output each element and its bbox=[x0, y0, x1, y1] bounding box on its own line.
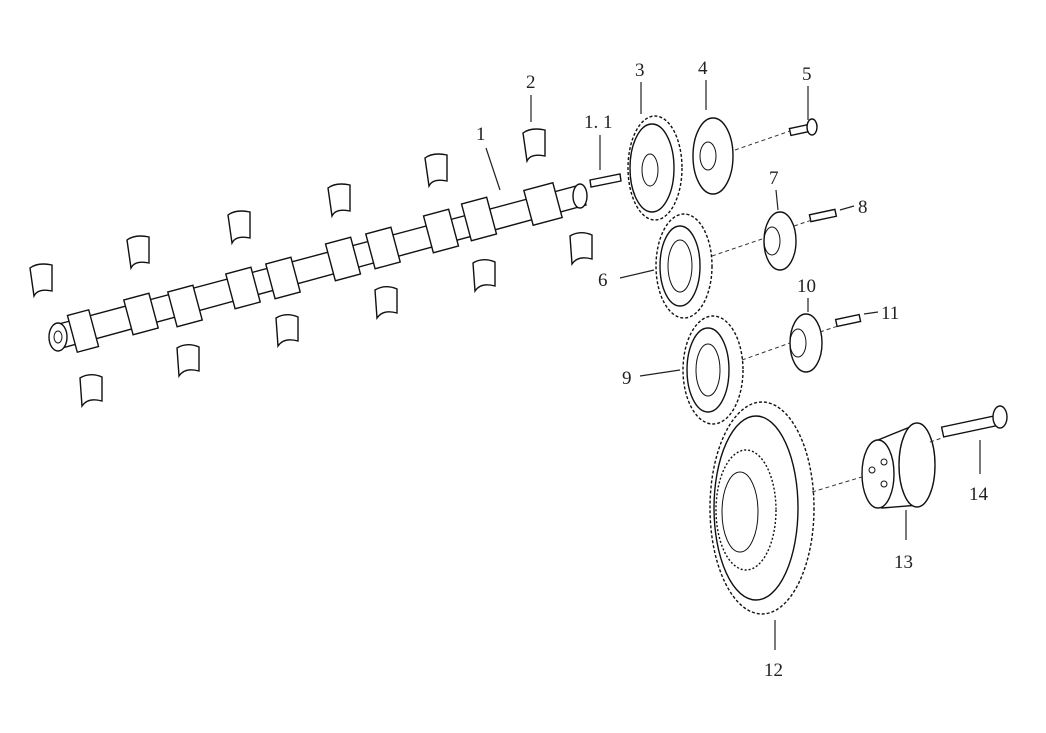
callout-8: 8 bbox=[858, 197, 868, 218]
callout-12: 12 bbox=[764, 660, 783, 681]
assembly-lines bbox=[711, 130, 943, 493]
callout-4: 4 bbox=[698, 58, 708, 79]
callout-7: 7 bbox=[769, 168, 779, 189]
callout-11: 11 bbox=[881, 303, 899, 324]
thrust-plate bbox=[692, 117, 734, 195]
callout-2: 2 bbox=[526, 72, 536, 93]
bearing-shell bbox=[79, 374, 103, 409]
callout-13: 13 bbox=[894, 552, 913, 573]
bearing-shell bbox=[29, 263, 53, 299]
callout-6: 6 bbox=[598, 270, 608, 291]
bearing-shell bbox=[227, 210, 251, 246]
callout-14: 14 bbox=[969, 484, 989, 505]
bearing-shell bbox=[472, 259, 496, 294]
cam-gear bbox=[627, 115, 683, 221]
bearing-shell bbox=[126, 235, 150, 271]
bearing-shell bbox=[522, 128, 546, 164]
callout-1-1: 1. 1 bbox=[584, 112, 613, 133]
callout-1: 1 bbox=[476, 124, 486, 145]
callout-9: 9 bbox=[622, 368, 632, 389]
callout-10: 10 bbox=[797, 276, 816, 297]
callout-5: 5 bbox=[802, 64, 812, 85]
idler-gear-6 bbox=[655, 213, 713, 319]
dowel-pin bbox=[589, 173, 622, 188]
idler-hub-10 bbox=[789, 313, 823, 373]
leader-lines bbox=[485, 80, 981, 650]
bolt-8 bbox=[808, 208, 838, 223]
bearing-shell bbox=[569, 232, 593, 267]
crank-gear-12 bbox=[709, 401, 815, 615]
callout-labels: 1 2 1. 1 3 4 5 6 7 8 9 10 11 12 13 14 bbox=[476, 58, 989, 681]
callout-3: 3 bbox=[635, 60, 645, 81]
bolt-5 bbox=[788, 118, 818, 137]
bearing-shells-lower bbox=[79, 232, 593, 409]
idler-gear-9 bbox=[682, 315, 744, 425]
camshaft bbox=[48, 181, 588, 354]
bearing-shell bbox=[374, 286, 398, 321]
gear-hub-13 bbox=[861, 422, 936, 509]
bearing-shell bbox=[327, 183, 351, 219]
bearing-shell bbox=[424, 153, 448, 189]
bearing-shell bbox=[176, 344, 200, 379]
bearing-shells-upper bbox=[29, 128, 546, 299]
bolt-14 bbox=[940, 405, 1008, 438]
idler-hub-7 bbox=[763, 211, 797, 271]
bearing-shell bbox=[275, 314, 299, 349]
bolt-11 bbox=[834, 313, 862, 328]
